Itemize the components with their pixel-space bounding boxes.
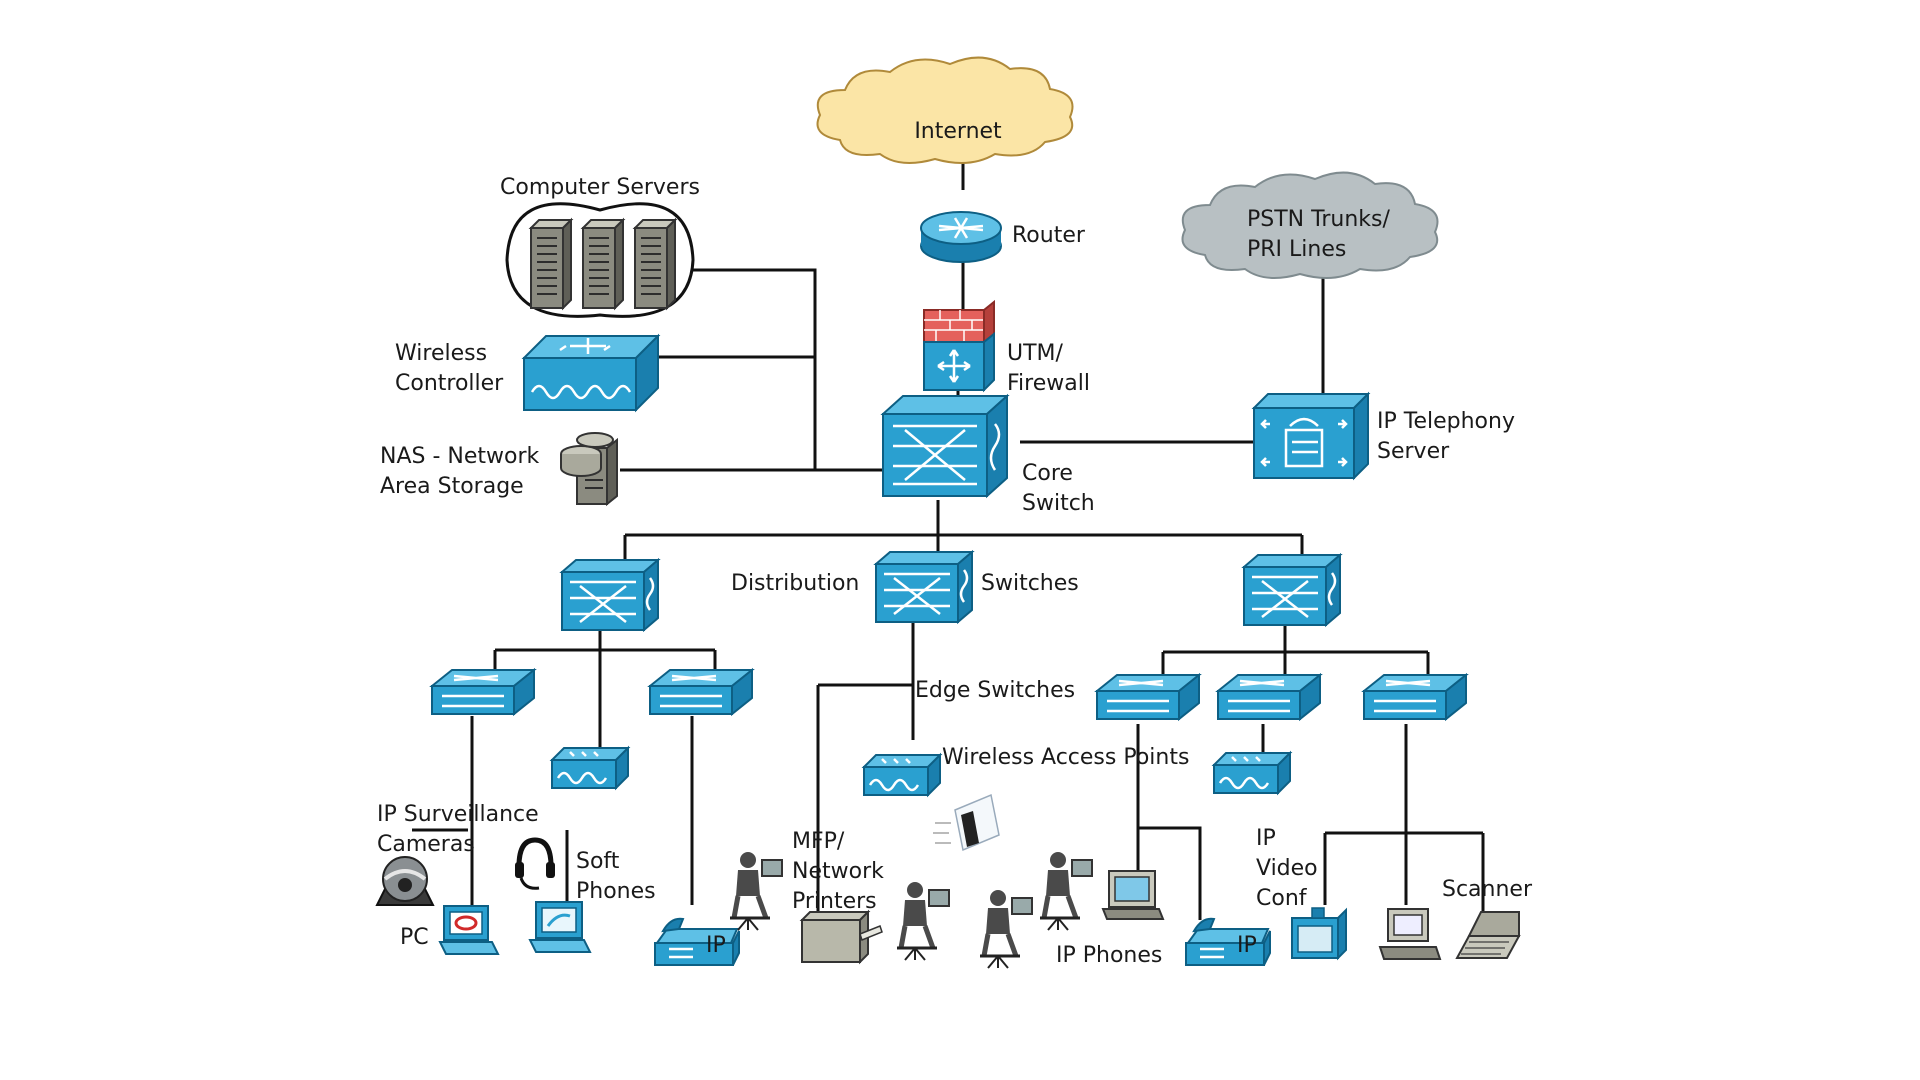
scanner-icon — [1455, 911, 1521, 959]
wireless-controller-icon — [521, 333, 661, 413]
desktop-computer-icon — [1101, 870, 1165, 920]
firewall-label-line2: Firewall — [1007, 371, 1090, 396]
core-switch-label-line1: Core — [1022, 461, 1073, 486]
scanner-label: Scanner — [1442, 877, 1533, 902]
office-worker-icon — [980, 890, 1032, 968]
nas-label-line1: NAS - Network — [380, 444, 540, 469]
ipt-label-line2: Server — [1377, 439, 1450, 464]
wlc-label-line2: Controller — [395, 371, 504, 396]
pstn-label-line2: PRI Lines — [1247, 237, 1346, 262]
mfp-label-line2: Network — [792, 859, 884, 884]
distribution-switch-center-icon — [874, 550, 974, 624]
router-icon — [919, 210, 1003, 264]
access-point-icon — [550, 746, 630, 790]
edge-switch-icon — [648, 668, 754, 716]
internet-label: Internet — [914, 119, 1002, 144]
soft-phones-label-line2: Phones — [576, 879, 656, 904]
ip-phone-icon — [1184, 917, 1272, 967]
connection-lines — [412, 125, 1485, 925]
edge-switch-icon — [430, 668, 536, 716]
distribution-switch-right-icon — [1242, 553, 1342, 627]
video-conf-label-line3: Conf — [1256, 886, 1308, 911]
ip-telephony-server-icon — [1251, 391, 1371, 481]
office-worker-icon — [1040, 852, 1092, 930]
core-switch-label-line2: Switch — [1022, 491, 1095, 516]
edge-switch-icon — [1216, 673, 1322, 721]
router-label: Router — [1012, 223, 1086, 248]
pc-label: PC — [400, 925, 429, 950]
mfp-label-line3: Printers — [792, 889, 877, 914]
firewall-icon — [923, 299, 995, 393]
nas-label-line2: Area Storage — [380, 474, 524, 499]
ip-phone-icon — [653, 917, 741, 967]
headset-icon — [515, 837, 555, 890]
ip-phone-badge: IP — [1237, 933, 1257, 958]
computer-servers-icon — [505, 202, 695, 318]
softphone-laptop-icon — [528, 901, 592, 953]
internet-cloud: Internet — [816, 56, 1074, 164]
pstn-label-line1: PSTN Trunks/ — [1247, 207, 1390, 232]
video-conf-label-line1: IP — [1256, 826, 1276, 851]
wlc-label-line1: Wireless — [395, 341, 487, 366]
surveillance-label-line1: IP Surveillance — [377, 802, 539, 827]
pstn-cloud: PSTN Trunks/ PRI Lines — [1181, 171, 1439, 279]
workstation-icon — [1378, 908, 1442, 960]
mfp-label-line1: MFP/ — [792, 829, 845, 854]
printer-icon — [799, 909, 883, 965]
core-switch-icon — [881, 394, 1009, 498]
ip-phones-label: IP Phones — [1056, 943, 1162, 968]
distribution-switch-left-icon — [560, 558, 660, 632]
video-conference-icon — [1291, 907, 1347, 961]
ipt-label-line1: IP Telephony — [1377, 409, 1515, 434]
edge-switch-icon — [1095, 673, 1201, 721]
video-conf-label-line2: Video — [1256, 856, 1318, 881]
office-worker-icon — [730, 852, 782, 930]
ip-phone-badge: IP — [706, 933, 726, 958]
surveillance-camera-icon — [375, 856, 435, 906]
access-point-icon — [862, 753, 942, 797]
office-worker-icon — [897, 882, 949, 960]
edge-switch-icon — [1362, 673, 1468, 721]
soft-phones-label-line1: Soft — [576, 849, 620, 874]
servers-label: Computer Servers — [500, 175, 700, 200]
wireless-access-points-label: Wireless Access Points — [942, 745, 1189, 770]
firewall-label-line1: UTM/ — [1007, 341, 1064, 366]
surveillance-label-line2: Cameras — [377, 832, 475, 857]
distribution-label-left: Distribution — [731, 571, 859, 596]
pc-icon — [438, 905, 500, 955]
access-point-icon — [1212, 751, 1292, 795]
distribution-label-right: Switches — [981, 571, 1079, 596]
nas-storage-icon — [560, 432, 618, 507]
mobile-phone-icon — [933, 793, 1000, 852]
edge-switches-label: Edge Switches — [915, 678, 1075, 703]
